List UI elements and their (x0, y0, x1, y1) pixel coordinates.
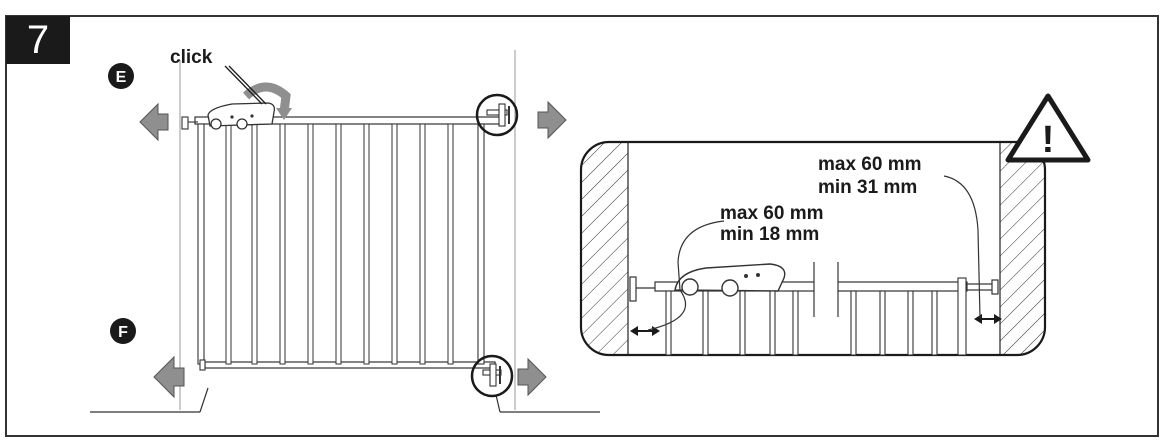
outward-arrow-icon-bottom-left (153, 355, 185, 399)
detail-latch-housing (674, 263, 786, 292)
right-leader-line (943, 175, 981, 319)
click-leader-line (224, 65, 263, 105)
bottom-pressure-spindle (482, 363, 502, 387)
step-number-badge: 7 (6, 16, 70, 64)
left-leader-line (677, 220, 725, 291)
right-max-label: max 60 mm (818, 154, 922, 175)
right-wall-hatch (1000, 142, 1045, 355)
top-pressure-spindle (486, 103, 510, 127)
left-max-label: max 60 mm (720, 203, 824, 224)
detail-illustration: max 60 mm min 31 mm max 60 mm min 18 mm … (579, 93, 1091, 357)
detail-wall-cup-left (629, 276, 637, 302)
left-post (197, 123, 205, 365)
left-min-label: min 18 mm (720, 224, 819, 245)
detail-spindle (966, 283, 994, 291)
outward-arrow-icon-top-right (537, 100, 567, 140)
floor-corner-left (199, 387, 209, 413)
top-pressure-detail-circle (475, 93, 519, 137)
warning-triangle-icon: ! (1005, 93, 1091, 163)
right-min-label: min 31 mm (818, 177, 917, 198)
warning-symbol: ! (1042, 119, 1055, 161)
gate-illustration: click E F (90, 47, 600, 413)
badge-e-label: E (116, 69, 127, 86)
latch-housing (207, 102, 276, 127)
top-wall-cup (181, 116, 189, 130)
right-post (477, 123, 485, 365)
outward-arrow-icon-top-left (139, 102, 169, 142)
badge-e (108, 63, 134, 89)
outward-arrow-icon-bottom-right (517, 357, 547, 397)
bottom-pressure-detail-circle (470, 354, 514, 398)
badge-f-label: F (118, 324, 128, 341)
gate-bars (225, 123, 454, 365)
panel-border (5, 15, 1159, 437)
bottom-wall-cup (199, 359, 206, 371)
floor-corner-right (495, 394, 501, 413)
badge-f (110, 318, 136, 344)
click-label: click (170, 47, 213, 68)
left-wall-hatch (581, 142, 628, 355)
detail-frame (579, 140, 1047, 357)
latch-knob-right (236, 118, 248, 130)
latch-knob-left (210, 118, 222, 130)
